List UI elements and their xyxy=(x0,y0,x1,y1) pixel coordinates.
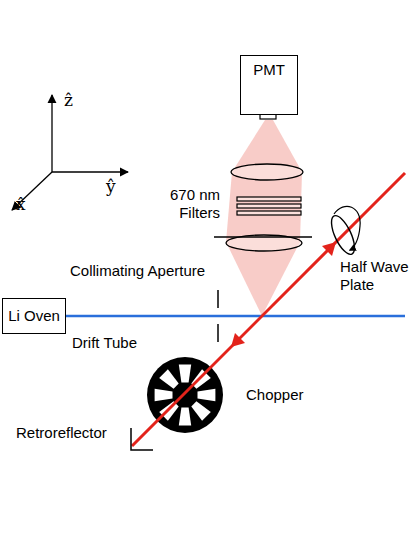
chopper-slot xyxy=(179,408,191,426)
axis-label: ŷ xyxy=(106,176,116,196)
filters xyxy=(237,197,301,215)
pmt-box: PMT xyxy=(240,55,298,115)
part-label: 670 nm Filters xyxy=(148,186,220,222)
chopper-slot xyxy=(198,389,216,401)
drift-tube xyxy=(66,315,405,318)
laser-arrow-up xyxy=(322,242,336,256)
laser-arrow-down xyxy=(231,333,245,347)
rotation-arrow xyxy=(334,206,360,250)
box-label: Li Oven xyxy=(8,307,60,325)
laser-beam xyxy=(132,173,405,446)
axes xyxy=(12,95,128,210)
oven-box: Li Oven xyxy=(2,298,66,334)
axis-label: ẑ xyxy=(64,90,73,110)
chopper-slot xyxy=(179,365,191,383)
retroreflector xyxy=(131,428,153,450)
chopper-slot xyxy=(191,401,211,421)
chopper-slot xyxy=(159,369,179,389)
upper-lens xyxy=(231,164,303,180)
part-label: Chopper xyxy=(246,386,304,404)
optics-aperture xyxy=(214,236,312,237)
chopper-slot xyxy=(155,389,173,401)
part-label: Half Wave Plate xyxy=(340,258,412,294)
axis-label: x̂ xyxy=(16,194,26,214)
part-label: Collimating Aperture xyxy=(70,262,205,280)
part-label: Drift Tube xyxy=(72,334,137,352)
half-wave-plate xyxy=(327,213,359,258)
box-label: PMT xyxy=(253,61,285,79)
collimating-aperture xyxy=(217,290,219,342)
part-label: Retroreflector xyxy=(16,424,107,442)
